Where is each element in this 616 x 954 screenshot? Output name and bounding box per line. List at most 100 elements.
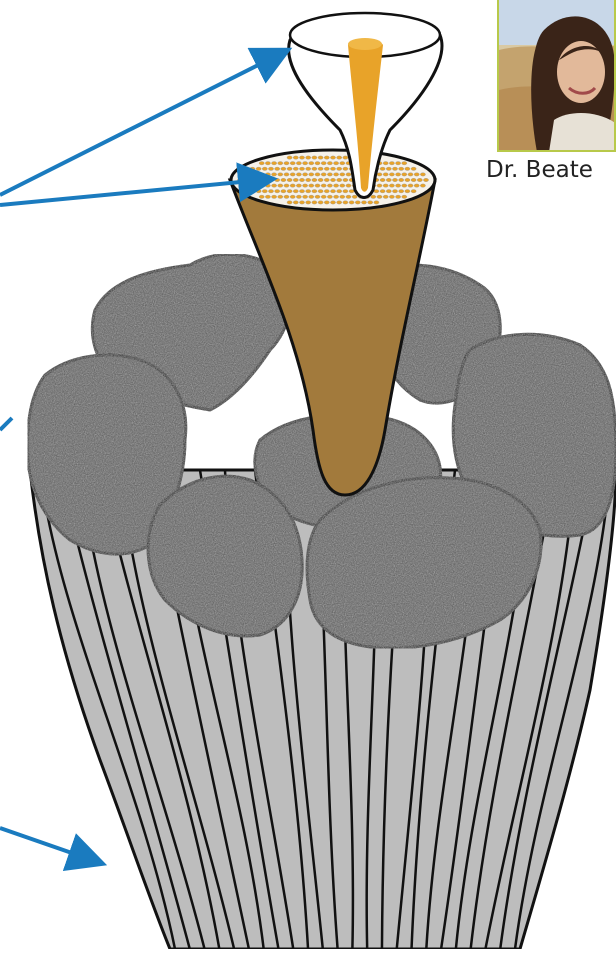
arrow — [0, 828, 92, 860]
electrode-dot — [287, 167, 292, 170]
electrode-dot — [389, 195, 394, 198]
electrode-dot — [405, 178, 410, 181]
electrode-dot — [262, 190, 267, 193]
electrode-dot — [324, 156, 329, 159]
electrode-dot — [361, 201, 366, 204]
electrode-dot — [281, 167, 286, 170]
electrode-dot — [392, 167, 397, 170]
electrode-dot — [343, 156, 348, 159]
electrode-dot — [272, 173, 277, 176]
electrode-dot — [290, 173, 295, 176]
electrode-dot — [334, 184, 339, 187]
electrode-dot — [334, 162, 339, 165]
electrode-dot — [259, 173, 264, 176]
electrode-dot — [340, 195, 345, 198]
electrode-dot — [402, 162, 407, 165]
electrode-dot — [389, 173, 394, 176]
electrode-dot — [396, 195, 401, 198]
electrode-dot — [327, 184, 332, 187]
electrode-dot — [349, 201, 354, 204]
electrode-dot — [312, 167, 317, 170]
electrode-dot — [303, 162, 308, 165]
electrode-dot — [423, 178, 428, 181]
electrode-dot — [330, 178, 335, 181]
electrode-dot — [402, 195, 407, 198]
electrode-dot — [408, 184, 413, 187]
electrode-dot — [312, 156, 317, 159]
electrode-dot — [299, 156, 304, 159]
electrode-dot — [281, 178, 286, 181]
electrode-dot — [408, 173, 413, 176]
electrode-dot — [290, 162, 295, 165]
electrode-dot — [299, 178, 304, 181]
electrode-dot — [318, 156, 323, 159]
electrode-dot — [259, 195, 264, 198]
electrode-dot — [287, 178, 292, 181]
electrode-dot — [414, 173, 419, 176]
electrode-dot — [265, 173, 270, 176]
electrode-dot — [396, 173, 401, 176]
electrode-dot — [309, 184, 314, 187]
electrode-dot — [321, 162, 326, 165]
electrode-dot — [402, 184, 407, 187]
electrode-dot — [318, 201, 323, 204]
electrode-dot — [303, 184, 308, 187]
electrode-dot — [392, 190, 397, 193]
electrode-dot — [405, 190, 410, 193]
electrode-dot — [386, 167, 391, 170]
portrait-photo — [497, 0, 616, 152]
electrode-dot — [278, 184, 283, 187]
electrode-dot — [405, 167, 410, 170]
electrode-dot — [340, 173, 345, 176]
electrode-dot — [343, 201, 348, 204]
electrode-dot — [377, 173, 382, 176]
electrode-dot — [343, 167, 348, 170]
electrode-dot — [275, 178, 280, 181]
electrode-dot — [293, 201, 298, 204]
electrode-dot — [272, 162, 277, 165]
electrode-dot — [256, 190, 261, 193]
electrode-dot — [296, 195, 301, 198]
electrode-dot — [368, 201, 373, 204]
electrode-dot — [306, 190, 311, 193]
electrode-dot — [299, 201, 304, 204]
electrode-dot — [396, 184, 401, 187]
electrode-dot — [296, 162, 301, 165]
electrode-dot — [327, 195, 332, 198]
electrode-dot — [337, 167, 342, 170]
electrode-dot — [346, 173, 351, 176]
electrode-dot — [330, 190, 335, 193]
arrow — [0, 180, 262, 205]
electrode-dot — [318, 167, 323, 170]
electrode-dot — [281, 190, 286, 193]
portrait-image — [499, 0, 616, 152]
electrode-dot — [259, 162, 264, 165]
electrode-dot — [355, 201, 360, 204]
electrode-dot — [327, 173, 332, 176]
electrode-dot — [262, 178, 267, 181]
electrode-dot — [275, 167, 280, 170]
electrode-dot — [399, 167, 404, 170]
electrode-dot — [253, 173, 258, 176]
electrode-dot — [309, 173, 314, 176]
electrode-dot — [334, 173, 339, 176]
electrode-dot — [272, 184, 277, 187]
electrode-dot — [374, 190, 379, 193]
electrode-dot — [396, 162, 401, 165]
electrode-dot — [268, 190, 273, 193]
electrode-dot — [383, 162, 388, 165]
electrode-dot — [312, 190, 317, 193]
electrode-dot — [327, 162, 332, 165]
electrode-dot — [402, 173, 407, 176]
electrode-dot — [343, 190, 348, 193]
electrode-dot — [250, 167, 255, 170]
electrode-dot — [321, 173, 326, 176]
electrode-dot — [315, 184, 320, 187]
electrode-dot — [315, 195, 320, 198]
electrode-dot — [334, 195, 339, 198]
photo-caption: Dr. Beate — [486, 157, 593, 183]
electrode-dot — [315, 162, 320, 165]
electrode-dot — [343, 178, 348, 181]
electrode-dot — [346, 184, 351, 187]
electrode-dot — [324, 167, 329, 170]
